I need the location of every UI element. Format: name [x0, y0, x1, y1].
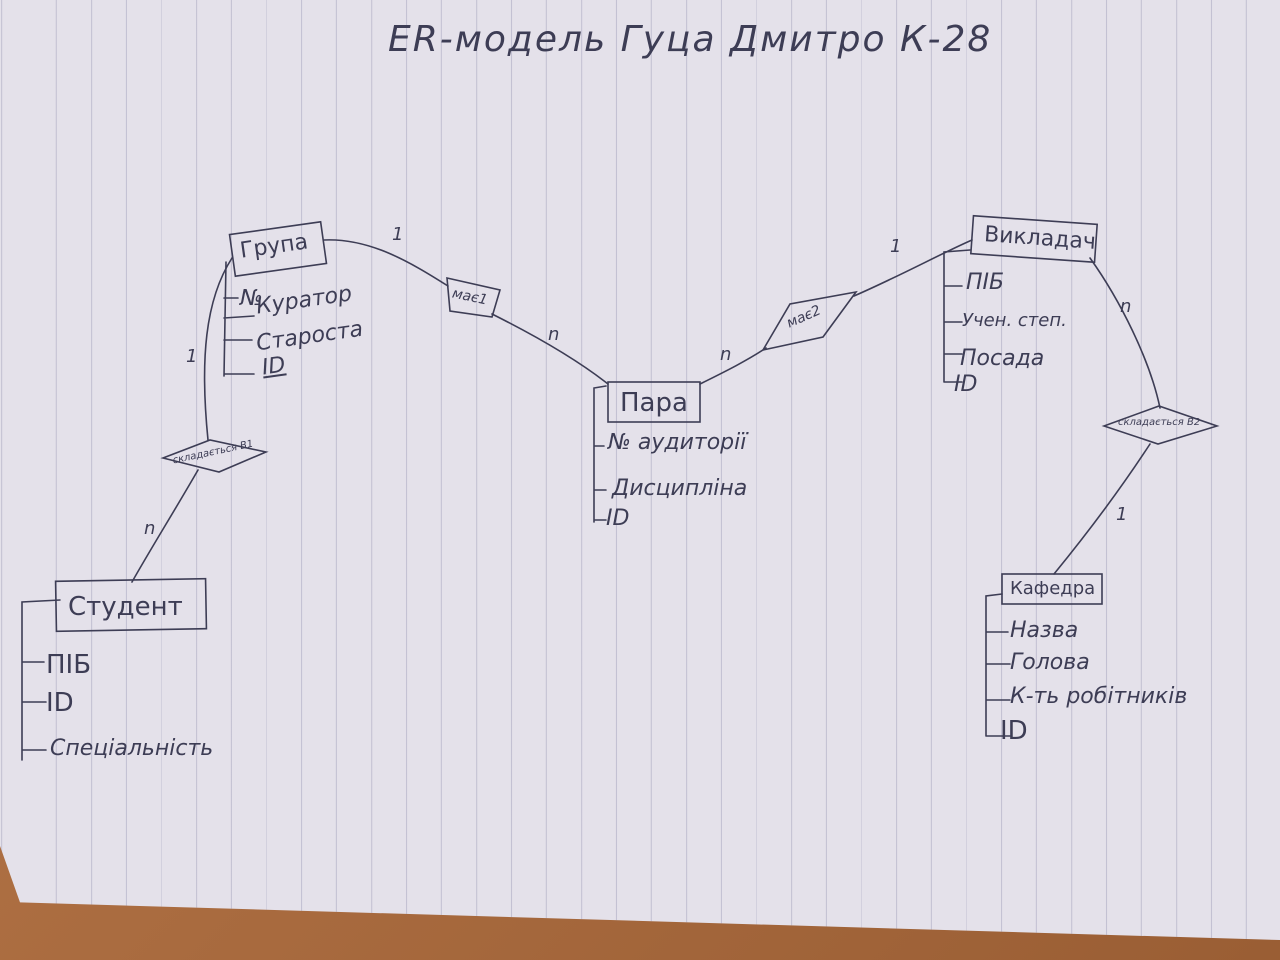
attr-grupa-number: № [240, 286, 263, 311]
cardinality-grupa-maie1: 1 [392, 224, 404, 245]
relationship-diamond-maie2 [761, 290, 858, 352]
attr-vykladach-id: ID [954, 372, 978, 397]
diagram-title: ER-модель Гуца Дмитро К-28 [388, 19, 993, 60]
bracket-para [593, 385, 607, 523]
attr-student-id: ID [46, 688, 74, 718]
relationship-diamond-b2 [1101, 405, 1220, 445]
attr-kafedra-title: Назва [1010, 618, 1079, 643]
attr-student-specialty: Спеціальність [50, 736, 214, 761]
attr-vykladach-position: Посада [960, 346, 1045, 371]
bracket-student [21, 599, 61, 761]
entity-box-kafedra [1001, 573, 1103, 605]
cardinality-student-b1: n [144, 518, 156, 539]
bracket-grupa [223, 261, 255, 377]
link-maie2-vykladach [853, 239, 973, 297]
cardinality-para-maie1: n [548, 324, 560, 345]
entity-box-student [54, 577, 208, 633]
attr-kafedra-head: Голова [1010, 650, 1090, 675]
attr-para-room: № аудиторії [608, 430, 747, 455]
entity-box-para [607, 381, 701, 423]
relationship-b2-label: складається В2 [1118, 417, 1201, 428]
attr-vykladach-pib: ПІБ [966, 270, 1005, 295]
entity-student-name: Студент [68, 592, 183, 622]
bracket-kafedra [985, 593, 1011, 737]
cardinality-para-maie2: n [720, 344, 732, 365]
attr-para-id: ID [606, 506, 630, 531]
attr-kafedra-staff-count: К-ть робітників [1010, 684, 1188, 709]
link-grupa-maie1 [323, 239, 449, 287]
relationship-diamond-maie1 [446, 276, 502, 318]
cardinality-grupa-b1: 1 [186, 346, 198, 367]
entity-kafedra-name: Кафедра [1010, 578, 1096, 599]
relationship-diamond-b1 [160, 439, 269, 473]
attr-student-pib: ПІБ [46, 650, 92, 680]
link-para-maie2 [699, 347, 767, 385]
attr-para-discipline: Дисципліна [612, 476, 748, 501]
cardinality-kafedra-b2: 1 [1116, 504, 1128, 525]
link-grupa-b1 [203, 257, 233, 441]
link-b1-student [131, 469, 199, 583]
attr-vykladach-degree: Учен. степ. [962, 310, 1067, 331]
link-b2-kafedra [1053, 443, 1151, 575]
bracket-vykladach [943, 249, 971, 383]
link-maie1-para [491, 313, 609, 385]
cardinality-vykladach-maie2: 1 [890, 236, 902, 257]
link-vykladach-b2 [1089, 257, 1161, 409]
entity-para-name: Пара [620, 388, 688, 418]
attr-kafedra-id: ID [1000, 716, 1028, 746]
cardinality-vykladach-b2: n [1120, 296, 1132, 317]
entity-box-grupa [228, 220, 328, 278]
entity-box-vykladach [969, 214, 1099, 264]
attr-grupa-id: ID [260, 352, 287, 381]
